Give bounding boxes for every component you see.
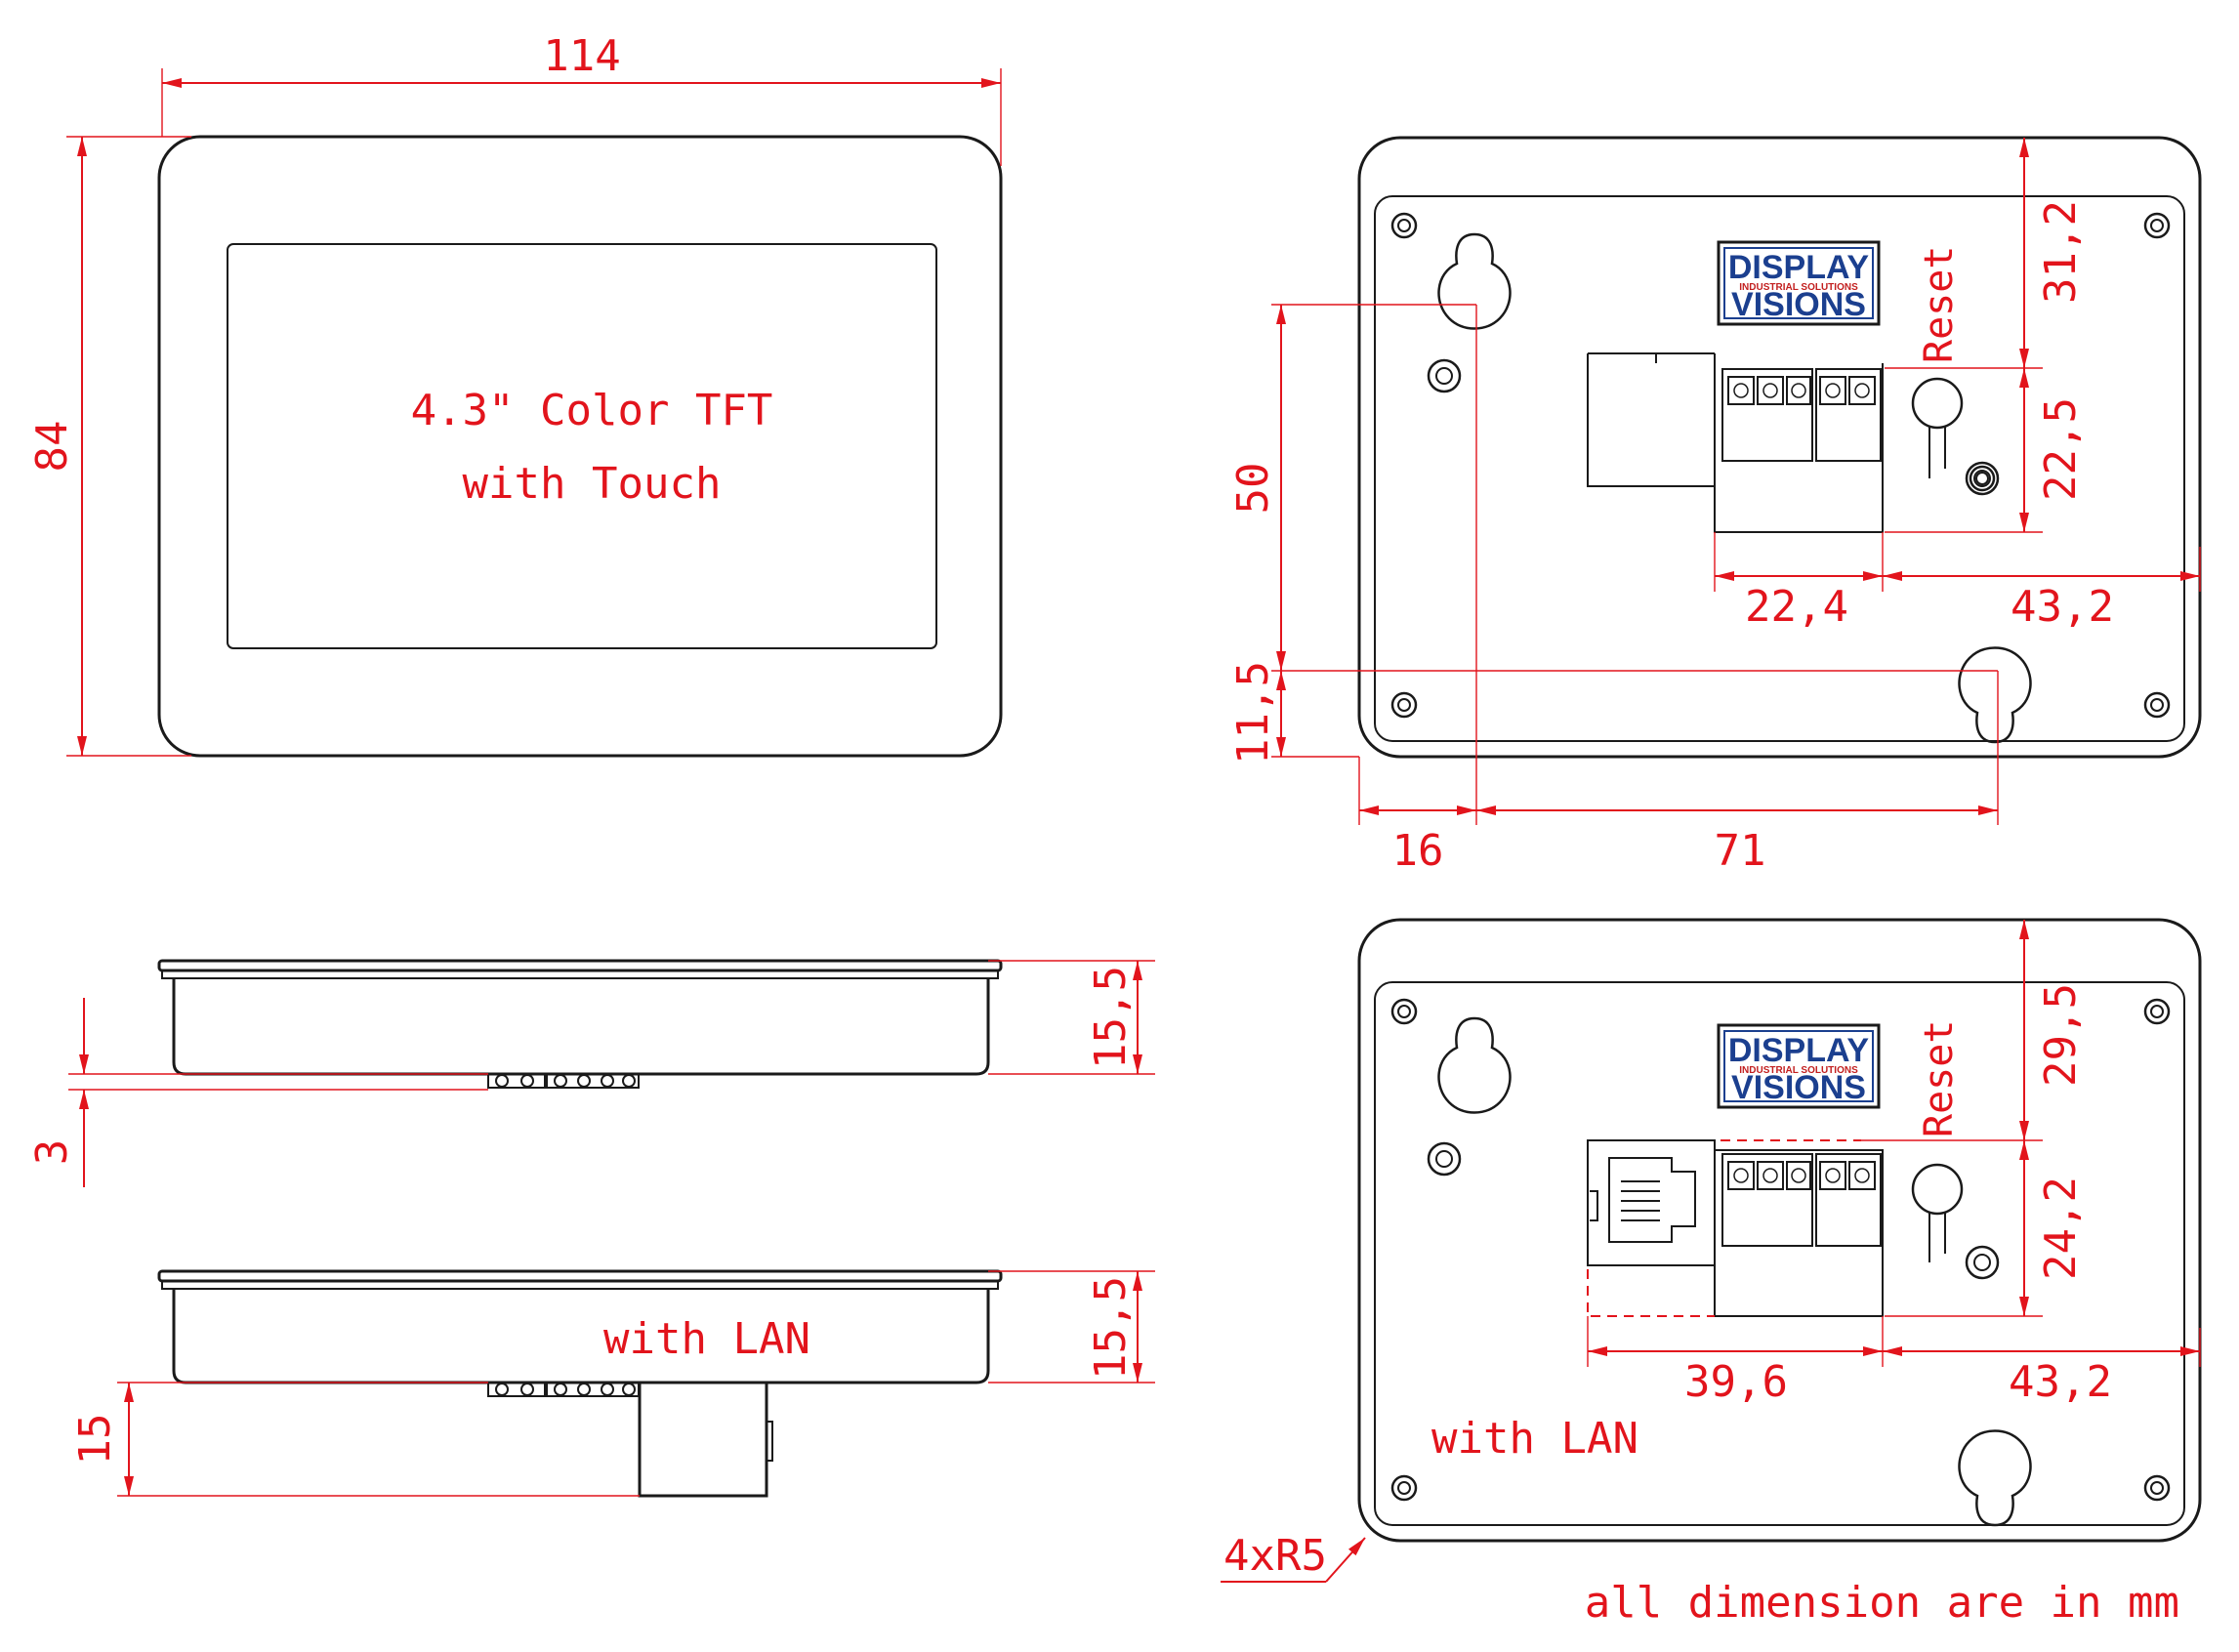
back-housing-inner — [1374, 195, 2185, 742]
screen-label-line1: 4.3" Color TFT — [411, 386, 773, 435]
back-housing-outer — [1357, 136, 2202, 759]
svg-text:DISPLAY: DISPLAY — [1728, 1032, 1870, 1069]
brand-logo-lan: DISPLAY INDUSTRIAL SOLUTIONS VISIONS — [1717, 1023, 1881, 1109]
dim-side2-lan: 15 — [70, 1414, 120, 1466]
dim-back-conn-w: 22,4 — [1745, 582, 1848, 632]
terminal-connector — [1587, 352, 1884, 533]
dim-lan-reset: 24,2 — [2036, 1177, 2086, 1280]
units-note: all dimension are in mm — [1585, 1578, 2179, 1628]
svg-text:INDUSTRIAL SOLUTIONS: INDUSTRIAL SOLUTIONS — [1739, 1065, 1858, 1076]
reset-label-1: Reset — [1917, 246, 1962, 363]
dim-lan-top: 29,5 — [2036, 983, 2086, 1087]
lan-jack-side — [638, 1383, 768, 1498]
dim-back-reset: 22,5 — [2036, 397, 2086, 501]
dim-back-hole-v: 50 — [1228, 463, 1278, 515]
reset-label-2: Reset — [1917, 1020, 1962, 1137]
reset-button-symbol-lan — [1911, 1163, 1964, 1262]
dim-side2-depth: 15,5 — [1086, 1276, 1136, 1380]
front-view: 4.3" Color TFT with Touch 114 84 — [27, 31, 1003, 758]
svg-text:VISIONS: VISIONS — [1731, 1069, 1866, 1106]
tft-screen — [227, 243, 937, 649]
lan-connector-block — [1587, 1139, 1884, 1317]
screen-label-line2: with Touch — [463, 459, 722, 509]
back-with-lan-label: with LAN — [1431, 1414, 1638, 1464]
keyhole-bottom — [1958, 646, 2032, 744]
back-lan-outer — [1357, 918, 2202, 1543]
dim-side-depth: 15,5 — [1086, 966, 1136, 1069]
dim-lan-right: 43,2 — [2009, 1357, 2112, 1407]
dim-height-front: 84 — [27, 421, 77, 473]
back-lan-inner — [1374, 981, 2185, 1526]
side-with-lan-label: with LAN — [603, 1314, 810, 1364]
reset-button-symbol — [1911, 377, 1996, 492]
back-view: DISPLAY INDUSTRIAL SOLUTIONS VISIONS — [1228, 136, 2202, 876]
svg-text:INDUSTRIAL SOLUTIONS: INDUSTRIAL SOLUTIONS — [1739, 282, 1858, 293]
brand-logo: DISPLAY INDUSTRIAL SOLUTIONS VISIONS — [1717, 240, 1881, 326]
dim-side-pins: 3 — [27, 1139, 77, 1166]
dim-radius: 4xR5 — [1223, 1531, 1327, 1581]
svg-text:VISIONS: VISIONS — [1731, 286, 1866, 323]
back-view-lan: DISPLAY INDUSTRIAL SOLUTIONS VISIONS — [1221, 918, 2202, 1583]
svg-text:DISPLAY: DISPLAY — [1728, 249, 1870, 286]
keyhole-top — [1437, 232, 1512, 330]
front-housing — [157, 135, 1003, 758]
side-view-lan: with LAN 15,5 15 — [70, 1269, 1155, 1498]
side-view: 15,5 3 — [27, 959, 1155, 1187]
dim-back-right: 43,2 — [2011, 582, 2114, 632]
dim-back-hole-h: 71 — [1715, 826, 1766, 876]
dim-lan-conn-w: 39,6 — [1684, 1357, 1788, 1407]
dim-back-top: 31,2 — [2036, 200, 2086, 304]
dim-back-hole-bottom: 11,5 — [1228, 661, 1278, 764]
dim-back-left: 16 — [1392, 826, 1444, 876]
side-terminals — [487, 1073, 640, 1089]
dim-width-front: 114 — [543, 31, 620, 81]
